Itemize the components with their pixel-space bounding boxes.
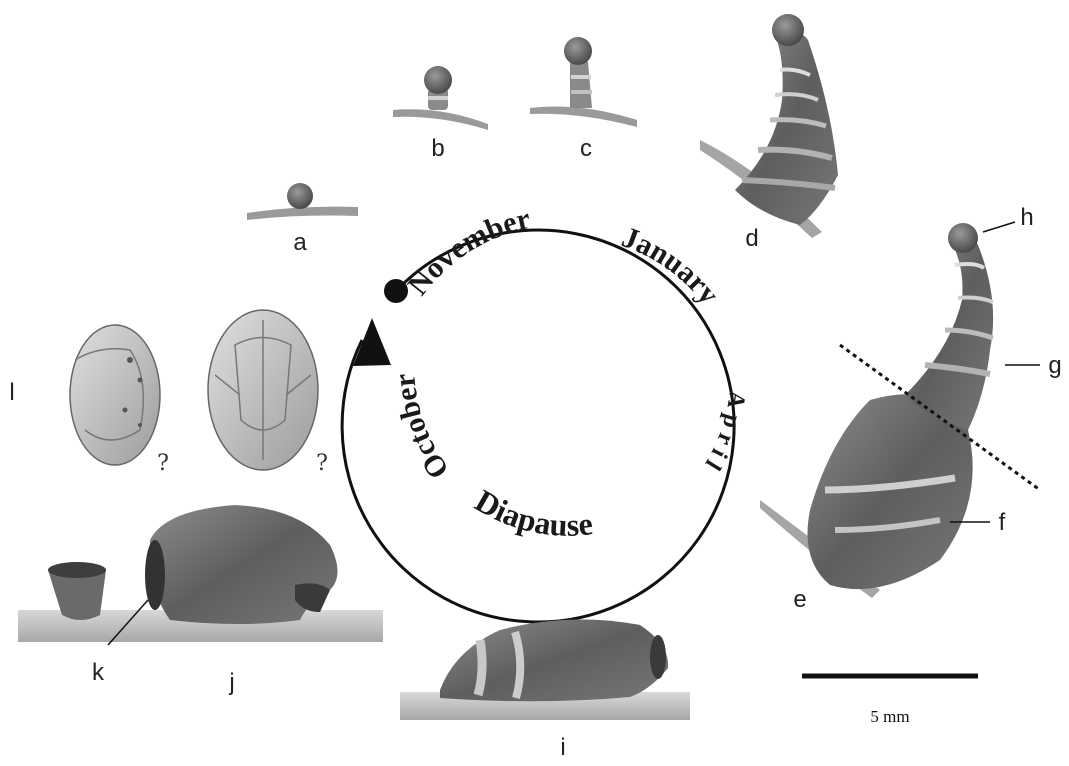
stage-a-drawing — [247, 183, 358, 220]
month-november: November — [401, 202, 533, 302]
stage-i-drawing — [400, 620, 690, 720]
panel-label-h: h — [1020, 204, 1033, 231]
panel-label-d: d — [745, 225, 758, 252]
month-october: October — [388, 372, 455, 484]
panel-label-e: e — [793, 586, 806, 613]
diapause-label: Diapause — [469, 482, 594, 543]
panel-label-l: l — [9, 379, 14, 406]
month-january: January — [618, 220, 726, 310]
panel-label-b: b — [431, 135, 444, 162]
stage-b-drawing — [393, 66, 488, 130]
panel-label-j: j — [228, 669, 234, 696]
scale-bar-label: 5 mm — [870, 707, 909, 726]
panel-label-a: a — [293, 229, 307, 256]
stage-jk-drawing — [18, 505, 383, 642]
stage-d-drawing — [700, 14, 838, 238]
stage-e-drawing — [760, 223, 1040, 598]
cycle-arrowhead — [353, 318, 391, 366]
panel-label-c: c — [580, 135, 592, 162]
panel-label-g: g — [1048, 352, 1061, 379]
stage-l-drawing — [70, 310, 318, 470]
stage-c-drawing — [530, 37, 637, 127]
panel-label-k: k — [92, 659, 105, 686]
question-mark-2: ? — [316, 451, 328, 476]
panel-label-i: i — [560, 734, 565, 761]
month-april: April — [697, 389, 751, 479]
panel-label-f: f — [999, 509, 1006, 536]
leader-h — [983, 222, 1015, 232]
question-mark-1: ? — [157, 451, 169, 476]
